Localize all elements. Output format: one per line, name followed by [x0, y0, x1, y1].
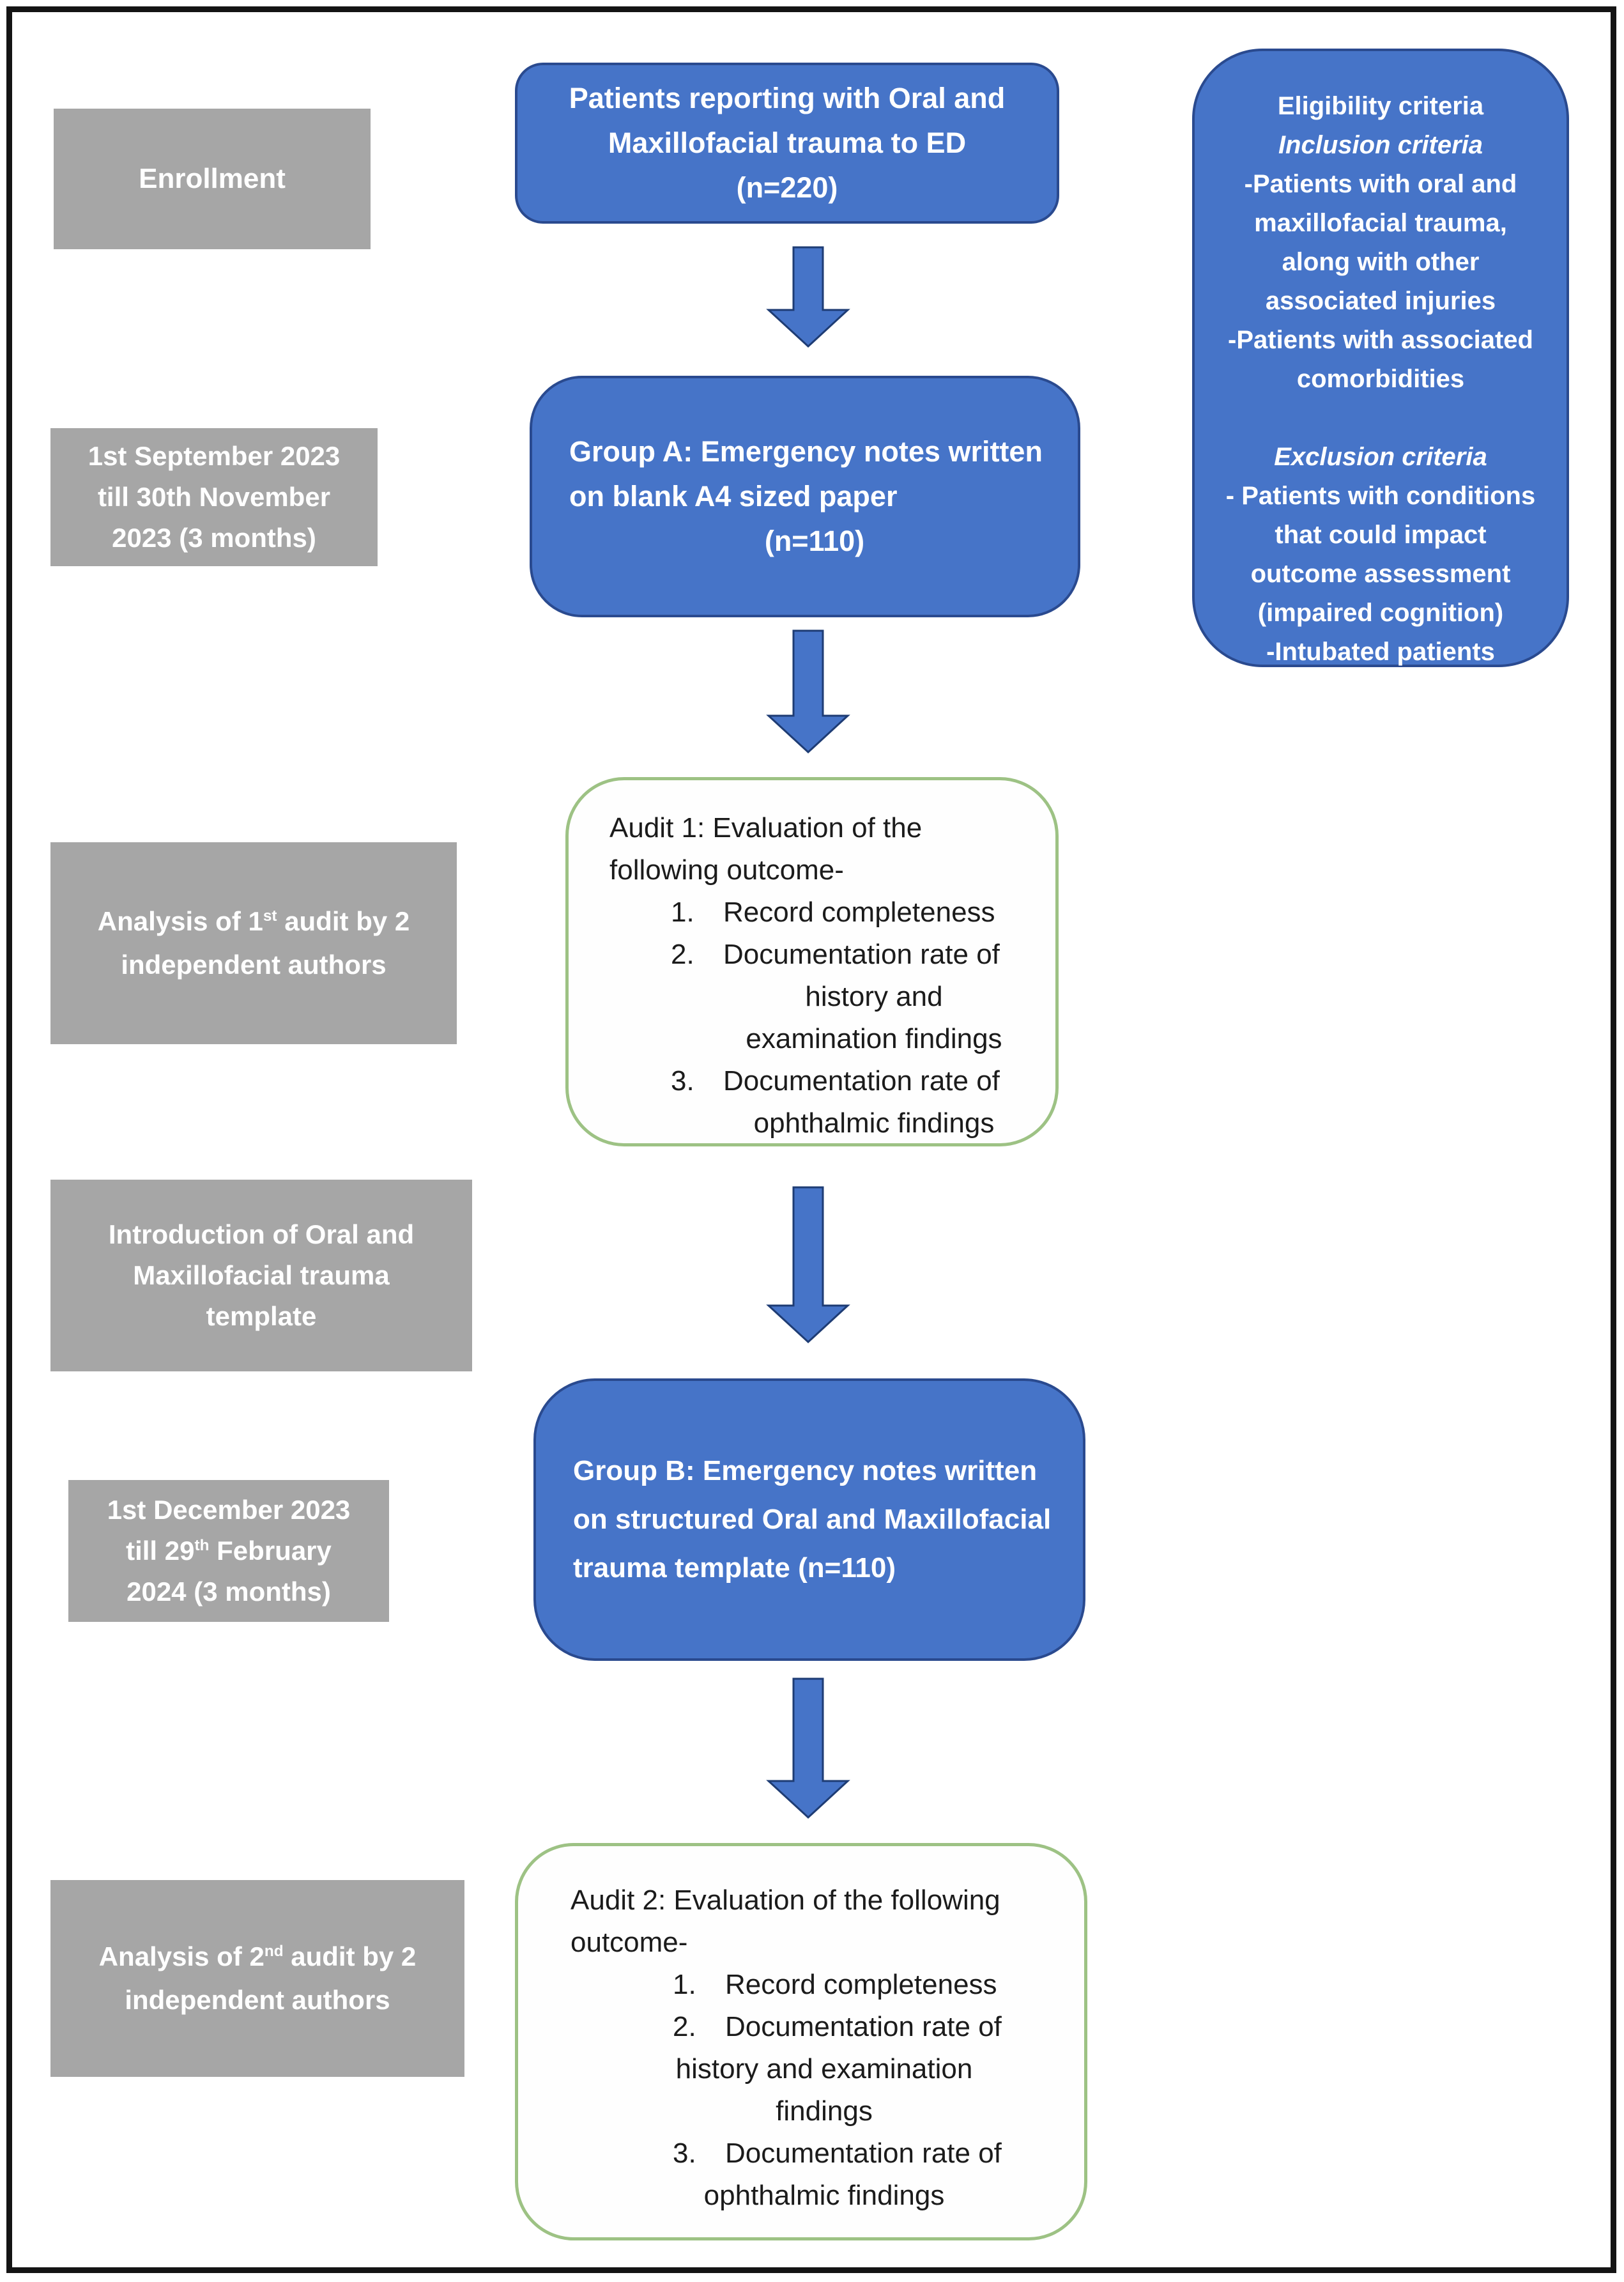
text-line: 2023 (3 months) — [112, 523, 316, 553]
text-line: Patients reporting with Oral and — [569, 82, 1006, 114]
box-group-a: Group A: Emergency notes written on blan… — [530, 376, 1080, 617]
text-line: template — [206, 1301, 317, 1331]
list-item-number: 3. — [673, 2138, 696, 2169]
text-line: Maxillofacial trauma — [133, 1260, 390, 1290]
text-line: Introduction of Oral and — [108, 1219, 415, 1249]
text-line: 2024 (3 months) — [126, 1577, 331, 1607]
text-line: independent authors — [125, 1985, 390, 2015]
stage-label-enrollment: Enrollment — [54, 109, 371, 249]
stage-label-analysis-2: Analysis of 2nd audit by 2 independent a… — [50, 1880, 464, 2077]
list-item-number: 1. — [673, 1969, 696, 2000]
list-item-text: Documentation rate of — [725, 2011, 1002, 2042]
list-item: 3. Documentation rate of — [609, 1060, 1036, 1102]
arrow-down-icon — [766, 629, 850, 754]
list-item-text: history and examination — [675, 2053, 973, 2085]
audit-title-line: following outcome- — [609, 854, 844, 886]
text-line: along with other — [1282, 248, 1480, 276]
text-line: maxillofacial trauma, — [1254, 209, 1507, 237]
text-line: - Patients with conditions — [1225, 482, 1536, 510]
text-line: on blank A4 sized paper — [569, 480, 898, 513]
box-patients-ed: Patients reporting with Oral and Maxillo… — [515, 63, 1059, 224]
text-line: till 29th February — [126, 1536, 332, 1566]
audit-title-line: outcome- — [571, 1927, 688, 1958]
list-item-number: 2. — [671, 939, 694, 970]
text-line: -Patients with oral and — [1244, 170, 1517, 198]
list-item-text: Documentation rate of — [725, 2138, 1002, 2169]
exclusion-title: Exclusion criteria — [1274, 443, 1487, 471]
list-item-text: findings — [776, 2095, 873, 2127]
list-item-text: ophthalmic findings — [753, 1107, 995, 1139]
spacer-line — [1211, 399, 1550, 438]
list-item-text: ophthalmic findings — [703, 2180, 945, 2211]
figure-border — [6, 6, 1616, 2273]
text-line: till 30th November — [97, 482, 331, 512]
stage-label-period-1: 1st September 2023 till 30th November 20… — [50, 428, 378, 566]
text-line: comorbidities — [1296, 365, 1465, 393]
list-item: 2. Documentation rate of — [571, 2006, 1065, 2048]
text-line: on structured Oral and Maxillofacial — [573, 1504, 1052, 1535]
stage-label-template-introduction: Introduction of Oral and Maxillofacial t… — [50, 1180, 472, 1371]
audit-title-line: Audit 1: Evaluation of the — [609, 812, 923, 844]
arrow-down-icon — [766, 1186, 850, 1344]
box-eligibility-criteria: Eligibility criteria Inclusion criteria … — [1192, 49, 1569, 667]
list-item-text: Record completeness — [725, 1969, 997, 2000]
list-item: 3. Documentation rate of — [571, 2132, 1065, 2175]
text-line: Analysis of 1st audit by 2 — [97, 906, 410, 936]
text-line: trauma template (n=110) — [573, 1552, 896, 1584]
box-audit-2: Audit 2: Evaluation of the following out… — [515, 1843, 1087, 2240]
box-audit-1: Audit 1: Evaluation of the following out… — [565, 777, 1059, 1146]
text-line: Group A: Emergency notes written — [569, 435, 1043, 468]
text-line: 1st December 2023 — [107, 1495, 351, 1525]
text-line: that could impact — [1275, 521, 1487, 549]
text-line: 1st September 2023 — [88, 441, 341, 471]
inclusion-title: Inclusion criteria — [1278, 131, 1483, 159]
stage-label-analysis-1: Analysis of 1st audit by 2 independent a… — [50, 842, 457, 1044]
list-item-text: Documentation rate of — [723, 1065, 1000, 1097]
stage-label-text: Enrollment — [139, 163, 286, 194]
list-item-text: Documentation rate of — [723, 939, 1000, 970]
arrow-down-icon — [766, 246, 850, 348]
text-line: -Intubated patients — [1266, 638, 1495, 666]
box-group-b: Group B: Emergency notes written on stru… — [533, 1378, 1085, 1661]
audit-title-line: Audit 2: Evaluation of the following — [571, 1885, 1000, 1916]
arrow-down-icon — [766, 1677, 850, 1819]
list-item-text: history and — [805, 981, 943, 1012]
list-item-text: examination findings — [746, 1023, 1002, 1054]
eligibility-title: Eligibility criteria — [1277, 92, 1484, 120]
text-line: Analysis of 2nd audit by 2 — [98, 1941, 417, 1971]
text-line: associated injuries — [1265, 287, 1496, 315]
list-item-number: 2. — [673, 2011, 696, 2042]
list-item: 2. Documentation rate of — [609, 934, 1036, 976]
list-item: 1. Record completeness — [609, 891, 1036, 934]
text-line: independent authors — [121, 950, 387, 980]
list-item-number: 3. — [671, 1065, 694, 1097]
text-line: outcome assessment — [1250, 560, 1511, 588]
list-item-text: Record completeness — [723, 897, 995, 928]
text-line: (n=220) — [736, 171, 838, 204]
stage-label-period-2: 1st December 2023 till 29th February 202… — [68, 1480, 389, 1622]
list-item: 1. Record completeness — [571, 1964, 1065, 2006]
text-line: Maxillofacial trauma to ED — [608, 127, 967, 159]
text-line: -Patients with associated — [1228, 326, 1533, 354]
text-line: Group B: Emergency notes written — [573, 1455, 1038, 1486]
text-line: (impaired cognition) — [1257, 599, 1504, 627]
list-item-number: 1. — [671, 897, 694, 928]
text-line: (n=110) — [764, 525, 865, 557]
